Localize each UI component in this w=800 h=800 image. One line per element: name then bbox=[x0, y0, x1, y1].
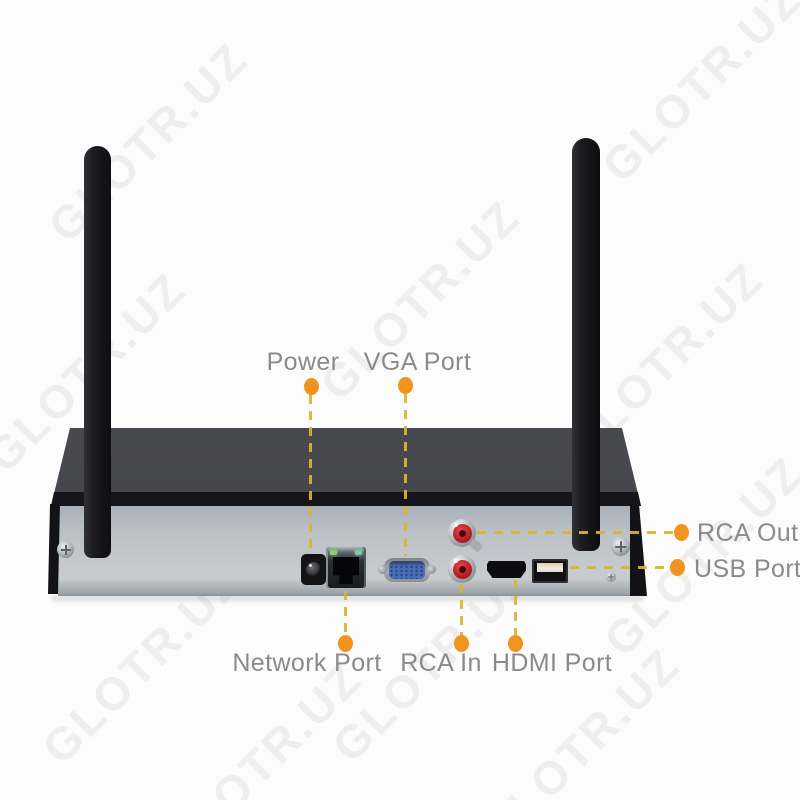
label-usb-port: USB Port bbox=[694, 555, 800, 583]
rca-in-pin bbox=[458, 565, 466, 573]
leader-dot-usb bbox=[670, 559, 685, 576]
rca-in-jack bbox=[448, 555, 476, 583]
watermark-text: GLOTR.UZ bbox=[38, 32, 258, 252]
rca-in-glint bbox=[454, 559, 458, 563]
vga-port bbox=[378, 556, 436, 584]
leader-line-usb bbox=[570, 566, 669, 569]
label-vga-port: VGA Port bbox=[363, 348, 472, 376]
leader-line-network bbox=[344, 591, 347, 636]
label-rca-in: RCA In bbox=[400, 649, 482, 677]
leader-line-rca-out bbox=[477, 531, 673, 534]
wifi-antenna-left bbox=[84, 146, 111, 558]
network-led-left bbox=[330, 550, 337, 555]
label-rca-out: RCA Out bbox=[697, 519, 799, 547]
watermark-text: GLOTR.UZ bbox=[592, 0, 800, 192]
vga-screw-right bbox=[427, 565, 436, 574]
label-power: Power bbox=[266, 348, 340, 376]
leader-dot-hdmi bbox=[508, 635, 523, 652]
leader-dot-rca-in bbox=[454, 635, 469, 652]
rca-out-glint bbox=[454, 523, 458, 527]
panel-screw-right bbox=[611, 537, 630, 556]
leader-line-vga bbox=[404, 394, 407, 556]
watermark-text: GLOTR.UZ bbox=[310, 190, 530, 410]
leader-line-power bbox=[309, 395, 312, 552]
power-jack bbox=[301, 554, 326, 585]
vga-screw-left bbox=[378, 565, 387, 574]
usb-tongue bbox=[537, 563, 563, 572]
usb-port bbox=[532, 559, 568, 583]
power-jack-glint bbox=[309, 564, 312, 567]
leader-dot-vga bbox=[398, 377, 413, 394]
device-shadow bbox=[52, 596, 644, 604]
leader-dot-power bbox=[304, 378, 319, 395]
hdmi-port bbox=[487, 561, 526, 578]
network-port bbox=[326, 547, 366, 588]
panel-screw-small bbox=[606, 572, 616, 582]
leader-line-rca-in bbox=[460, 584, 463, 636]
rca-out-pin bbox=[458, 529, 466, 537]
vga-connector bbox=[389, 561, 425, 579]
network-led-right bbox=[355, 550, 362, 555]
rca-out-jack bbox=[448, 519, 476, 547]
leader-line-hdmi bbox=[514, 580, 517, 636]
leader-dot-rca-out bbox=[674, 524, 689, 541]
label-network-port: Network Port bbox=[232, 649, 382, 677]
label-hdmi-port: HDMI Port bbox=[491, 649, 613, 677]
panel-screw-left bbox=[57, 541, 74, 558]
network-port-opening bbox=[333, 557, 359, 584]
wifi-antenna-right bbox=[572, 138, 600, 551]
leader-dot-network bbox=[338, 635, 353, 652]
